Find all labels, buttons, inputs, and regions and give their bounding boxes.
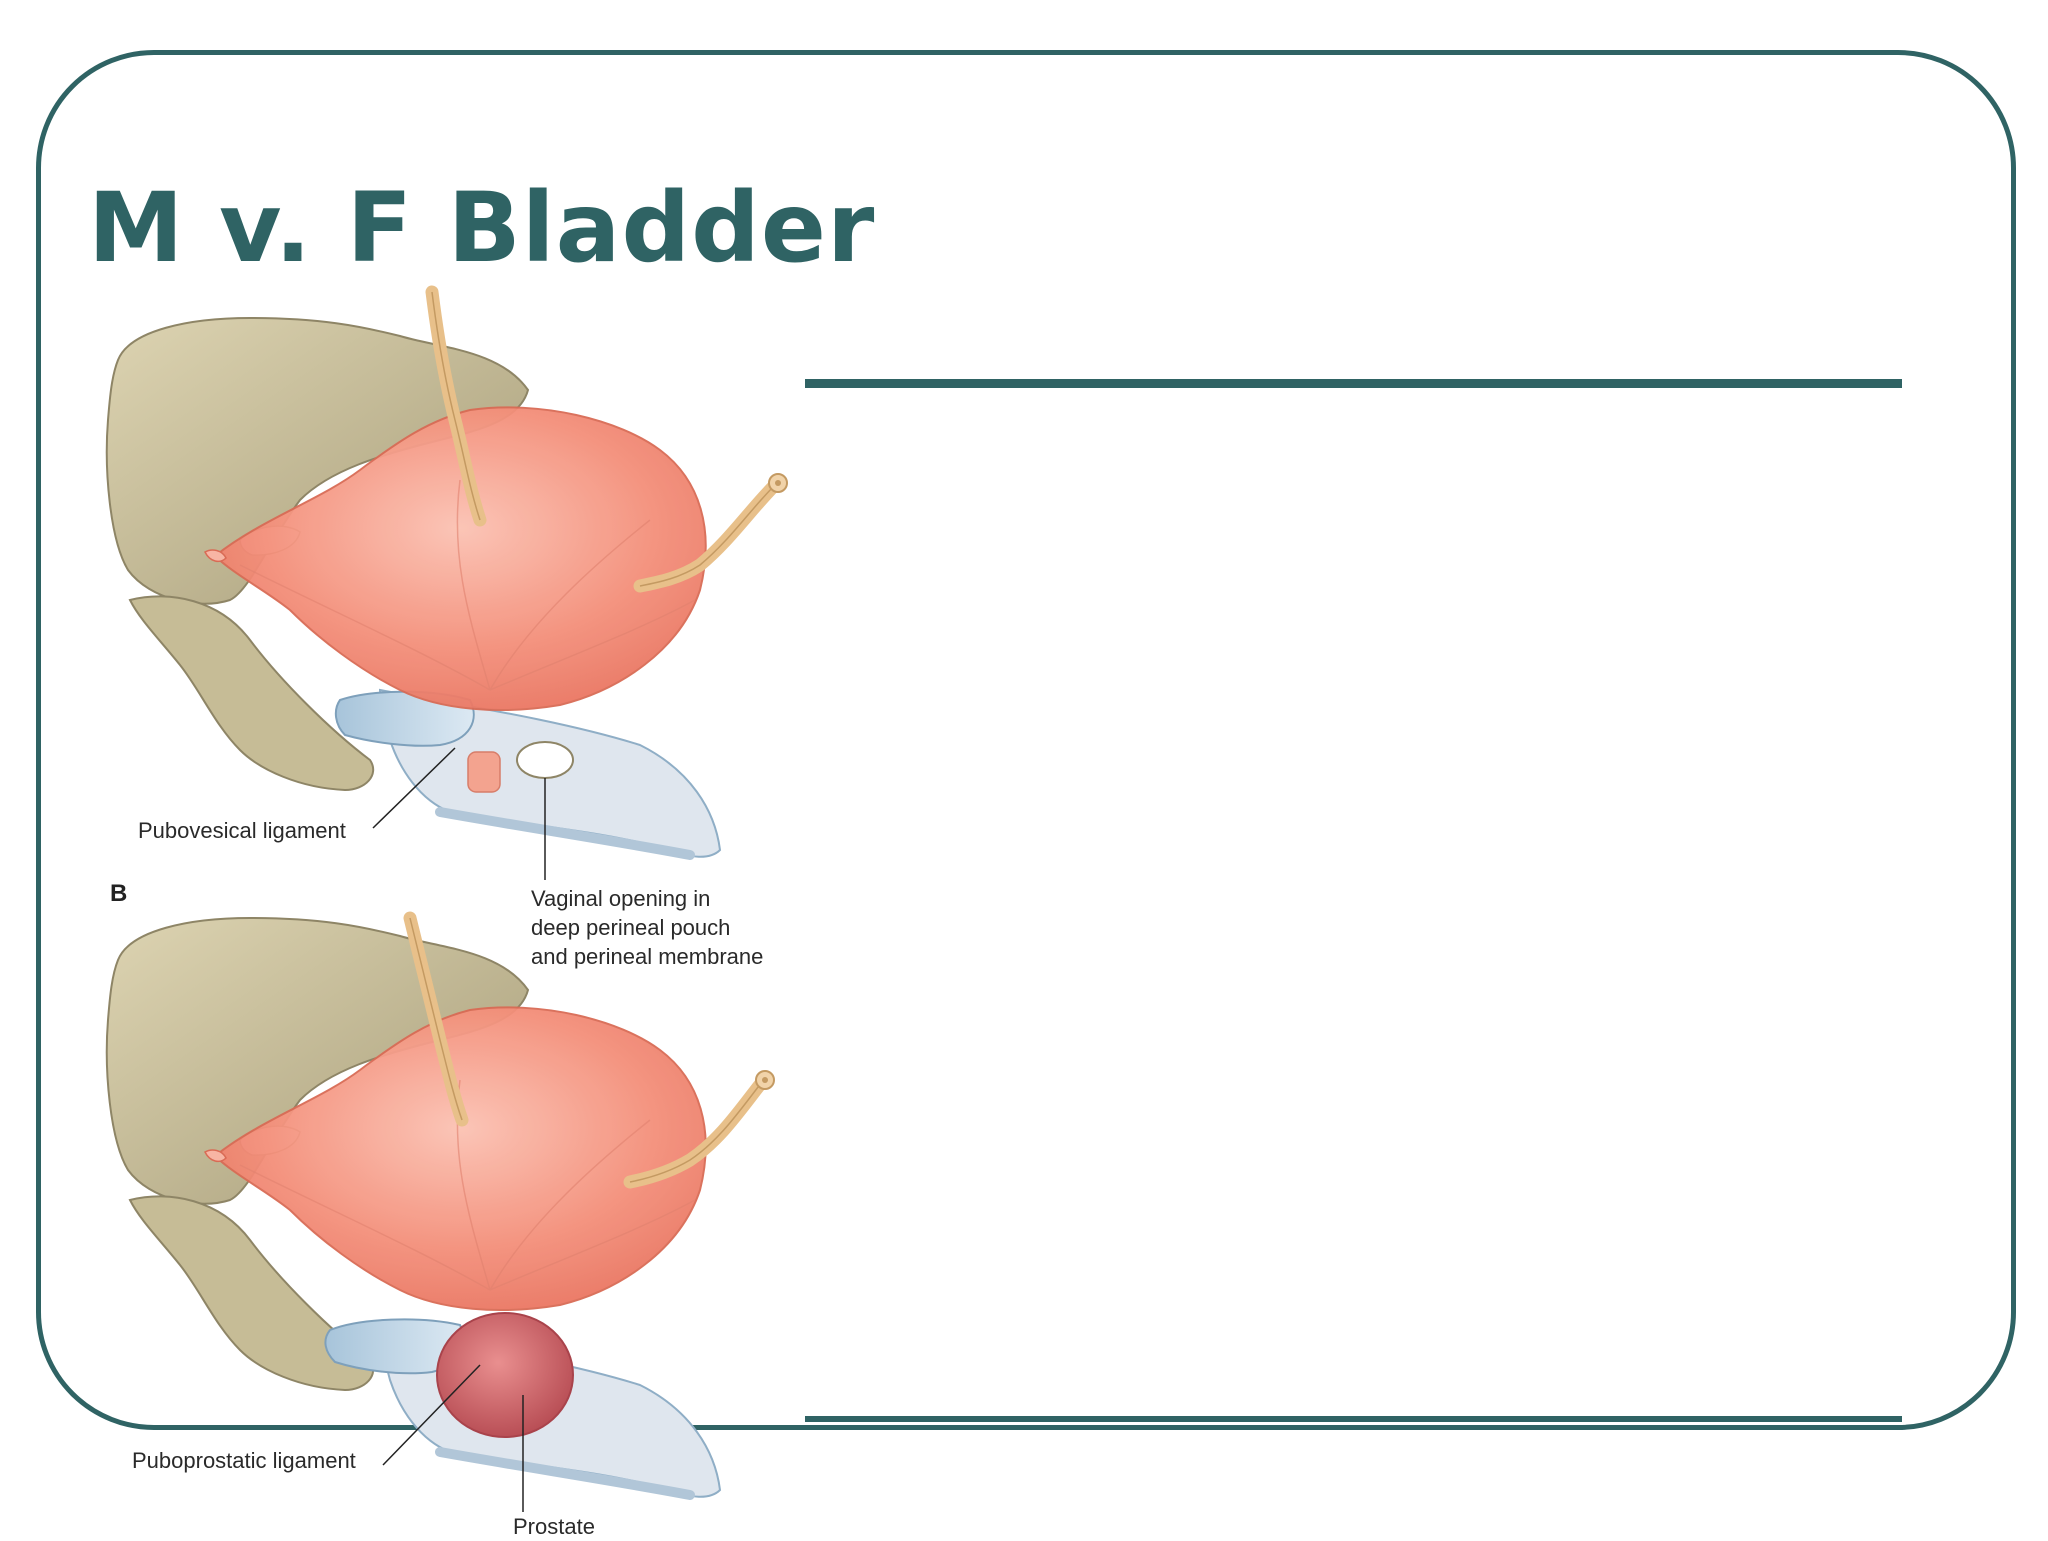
female-panel [105, 285, 788, 880]
pubic-bone-lower-male [128, 1195, 375, 1392]
label-pubovesical-ligament: Pubovesical ligament [138, 818, 346, 843]
bladder-female [213, 406, 707, 711]
bladder-apex-male [204, 1149, 227, 1163]
footer-rule [805, 1416, 1902, 1422]
leader-puboprostatic [382, 1364, 481, 1466]
right-ureter-male-edge [629, 1081, 763, 1183]
label-vaginal-opening: Vaginal opening in deep perineal pouch a… [531, 886, 764, 969]
bladder-apex-female [204, 549, 227, 563]
vaginal-opening-shape [516, 741, 574, 779]
leader-pubovesical [372, 747, 456, 829]
slide-title: M v. F Bladder [88, 172, 876, 284]
title-rule [805, 379, 1902, 388]
bladder-male [213, 1006, 707, 1311]
male-panel [105, 911, 775, 1512]
urethra-female [467, 751, 501, 793]
label-prostate: Prostate [513, 1514, 595, 1539]
left-ureter-female-edge [431, 291, 481, 521]
panel-letter-b: B [110, 880, 128, 907]
slide-frame [36, 50, 2016, 1430]
right-ureter-female-edge [639, 484, 776, 587]
perineal-membrane-inner [435, 807, 695, 860]
left-ureter-male-edge [409, 917, 463, 1121]
pubic-bone-lower [128, 595, 375, 792]
label-puboprostatic-ligament: Puboprostatic ligament [132, 1448, 356, 1473]
prostate-shape [436, 1312, 574, 1438]
perineal-membrane-inner-male [435, 1447, 695, 1500]
